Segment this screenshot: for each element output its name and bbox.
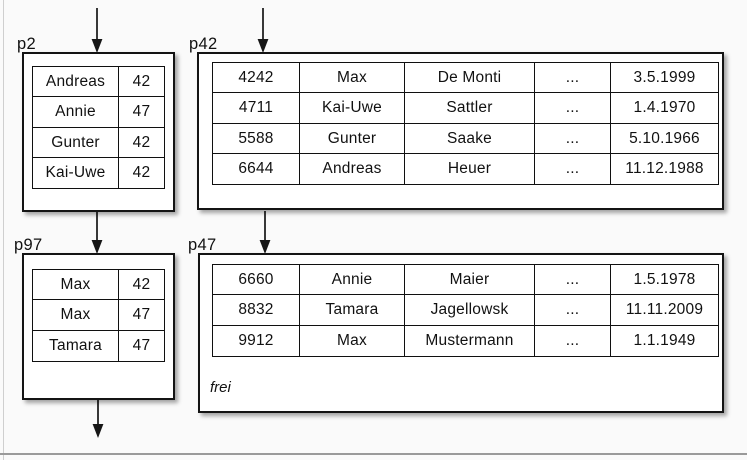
table-cell: Sattler (404, 93, 534, 124)
table-cell: 5.10.1966 (610, 123, 718, 154)
table-cell: 6660 (238, 271, 274, 288)
slide-bottom-edge-line (0, 453, 747, 455)
page-label-p2: p2 (17, 35, 36, 53)
table-cell: 47 (118, 300, 164, 331)
table-row: Tamara 47 (32, 329, 165, 362)
table-cell: Tamara (49, 336, 102, 354)
free-space-label: frei (210, 379, 231, 396)
table-cell: 42 (118, 127, 164, 158)
table-cell: Gunter (51, 133, 100, 151)
table-cell: ... (534, 265, 610, 295)
table-cell: 5588 (238, 129, 274, 147)
table-cell: ... (534, 295, 610, 326)
table-cell: 9912 (238, 331, 274, 349)
table-cell: 4711 (238, 99, 274, 117)
arrow-into-p42 (257, 8, 269, 53)
table-cell: Annie (299, 265, 404, 295)
arrow-out-of-p97 (92, 400, 104, 438)
table-cell: Heuer (404, 154, 534, 185)
table-cell: ... (534, 154, 610, 185)
table-cell: De Monti (404, 63, 534, 93)
table-cell: 42 (118, 158, 164, 189)
table-cell: Jagellowsk (404, 295, 534, 326)
page-label-p47: p47 (188, 236, 217, 254)
table-cell: Andreas (299, 154, 404, 185)
table-cell: 8832 (238, 301, 274, 319)
table-cell: Gunter (299, 123, 404, 154)
table-cell: Kai-Uwe (45, 164, 106, 182)
arrow-p42-to-p47 (259, 211, 271, 254)
table-cell: Max (299, 325, 404, 356)
table-cell: Saake (404, 123, 534, 154)
table-cell: Max (299, 63, 404, 93)
table-cell: 4242 (238, 69, 274, 86)
table-cell: Max (60, 306, 91, 324)
table-cell: ... (534, 325, 610, 356)
table-cell: 1.4.1970 (610, 93, 718, 124)
table-cell: Tamara (299, 295, 404, 326)
table-cell: 42 (118, 67, 164, 97)
table-cell: 3.5.1999 (610, 63, 718, 93)
table-cell: ... (534, 123, 610, 154)
table-cell: Maier (404, 265, 534, 295)
table-row: Max 47 (32, 299, 165, 332)
table-cell: 47 (118, 97, 164, 128)
table-row: Gunter 42 (32, 126, 165, 159)
table-row: Andreas 42 (32, 66, 165, 98)
table-cell: 11.11.2009 (610, 295, 718, 326)
table-cell: 11.12.1988 (610, 154, 718, 185)
table-cell: Andreas (45, 73, 106, 90)
table-cell: ... (534, 63, 610, 93)
table-cell: 47 (118, 330, 164, 361)
table-cell: 42 (118, 270, 164, 300)
table-cell: Kai-Uwe (299, 93, 404, 124)
table-cell: Annie (55, 103, 96, 121)
table-cell: 1.5.1978 (610, 265, 718, 295)
table-row: Annie 47 (32, 96, 165, 129)
slide-left-edge-line (3, 0, 4, 460)
arrow-p2-to-p97 (91, 212, 103, 254)
arrow-into-p2 (91, 8, 103, 53)
table-row: Kai-Uwe 42 (32, 157, 165, 190)
table-cell: 1.1.1949 (610, 325, 718, 356)
table-cell: 6644 (238, 160, 274, 178)
page-label-p42: p42 (189, 35, 218, 53)
table-cell: Mustermann (404, 325, 534, 356)
page-label-p97: p97 (14, 236, 43, 254)
table-cell: ... (534, 93, 610, 124)
table-cell: Max (60, 276, 91, 293)
table-row: Max 42 (32, 269, 165, 301)
